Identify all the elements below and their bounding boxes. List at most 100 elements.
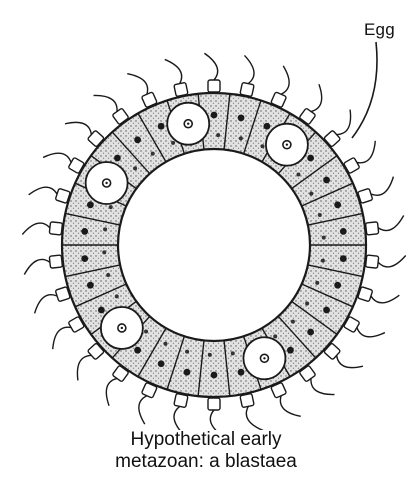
cell-collar (366, 255, 379, 268)
flagellum (22, 223, 50, 234)
cell-nucleus (87, 282, 94, 289)
cell-collar (240, 82, 254, 96)
cell-collar (174, 82, 188, 96)
cell-nucleus (211, 112, 218, 119)
cell-granule (309, 192, 313, 196)
cell-nucleus (340, 255, 347, 262)
cell-collar (208, 80, 220, 92)
cell-nucleus (287, 347, 294, 354)
cell-nucleus (81, 255, 88, 262)
flagellum (65, 122, 91, 134)
cell-granule (239, 136, 243, 140)
flagellum (378, 256, 406, 267)
flagellum (371, 177, 393, 196)
cell-granule (216, 133, 220, 137)
cell-granule (109, 205, 113, 209)
cell-nucleus (307, 155, 314, 162)
flagellum (53, 327, 71, 349)
flagellum (94, 95, 118, 111)
flagellum (77, 355, 91, 380)
flagellum (246, 406, 263, 430)
cell-nucleus (98, 307, 105, 314)
figure-caption-line-2: metazoan: a blastaea (0, 451, 412, 473)
cell-nucleus (158, 360, 165, 367)
egg-nucleolus (105, 182, 107, 184)
cell-collar (240, 393, 254, 407)
flagellum (371, 295, 399, 303)
cell-nucleus (334, 201, 341, 208)
egg-label: Egg (364, 20, 395, 40)
flagellum (378, 215, 404, 230)
cell-nucleus (134, 136, 141, 143)
flagellum (357, 328, 385, 337)
flagellum (43, 153, 71, 162)
flagellum (24, 259, 50, 274)
flagellum (357, 141, 375, 163)
cell-nucleus (238, 114, 245, 121)
cell-granule (151, 152, 155, 156)
cell-collar (49, 222, 62, 235)
flagellum (139, 396, 147, 424)
flagellum (337, 355, 363, 367)
cell-nucleus (211, 372, 218, 379)
cell-nucleus (87, 201, 94, 208)
flagellum (174, 406, 184, 430)
cell-granule (171, 141, 175, 145)
flagellum (106, 378, 117, 405)
flagellum (244, 55, 254, 83)
cell-granule (260, 144, 264, 148)
flagellum (337, 110, 351, 135)
cell-nucleus (184, 369, 191, 376)
flagellum (204, 53, 217, 80)
flagellum (29, 187, 57, 195)
cell-granule (322, 236, 326, 240)
cell-granule (164, 342, 168, 346)
flagellum (281, 66, 289, 94)
flagellum (127, 74, 147, 95)
flagellum (210, 410, 223, 430)
cell-granule (102, 250, 106, 254)
cell-nucleus (81, 228, 88, 235)
cell-granule (103, 227, 107, 231)
flagellum (311, 378, 335, 394)
cell-nucleus (340, 228, 347, 235)
cell-collar (174, 393, 188, 407)
cell-granule (305, 302, 309, 306)
cell-nucleus (323, 177, 330, 184)
blastaea-illustration (0, 0, 412, 430)
cell-nucleus (114, 155, 121, 162)
cell-granule (144, 329, 148, 333)
cell-granule (208, 353, 212, 357)
cell-granule (273, 334, 277, 338)
flagellum (280, 396, 300, 417)
egg-nucleolus (263, 357, 265, 359)
cell-granule (106, 273, 110, 277)
egg-callout-line (352, 42, 377, 138)
egg-nucleolus (121, 327, 123, 329)
cell-granule (291, 320, 295, 324)
egg-nucleolus (187, 123, 189, 125)
cell-granule (315, 281, 319, 285)
cell-collar (49, 255, 62, 268)
cell-nucleus (307, 329, 314, 336)
cell-nucleus (323, 307, 330, 314)
cell-granule (231, 351, 235, 355)
cell-granule (115, 294, 119, 298)
cell-collar (208, 398, 220, 410)
blastocoel-cavity (118, 149, 310, 341)
figure-caption-line-1: Hypothetical early (0, 429, 412, 451)
cell-granule (185, 350, 189, 354)
egg-nucleolus (286, 143, 288, 145)
flagellum (311, 84, 322, 111)
flagellum (35, 295, 57, 314)
cell-granule (321, 259, 325, 263)
cell-nucleus (334, 282, 341, 289)
cell-nucleus (263, 123, 270, 130)
cell-collar (366, 222, 379, 235)
cell-granule (318, 213, 322, 217)
cell-granule (133, 166, 137, 170)
cell-nucleus (238, 369, 245, 376)
cell-nucleus (134, 347, 141, 354)
cell-granule (296, 173, 300, 177)
